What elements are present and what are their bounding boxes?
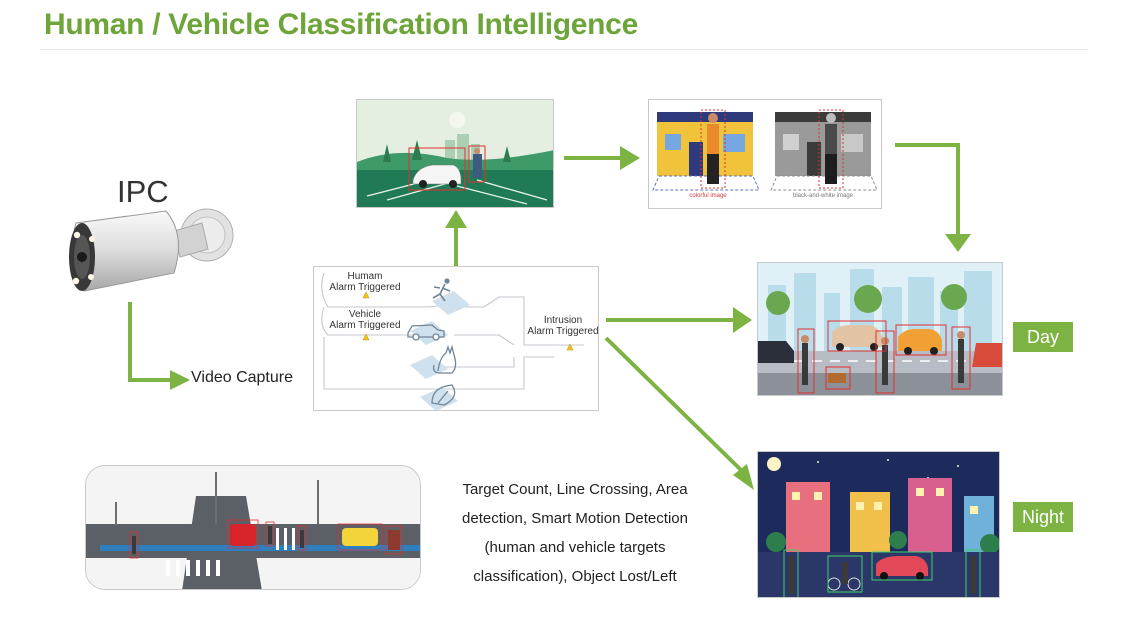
video-capture-label: Video Capture xyxy=(191,369,293,386)
feature-line-4: classification), Object Lost/Left xyxy=(473,568,677,585)
feature-line-2: detection, Smart Motion Detection xyxy=(462,510,688,527)
warning-icon xyxy=(362,291,574,351)
detection-scene-image xyxy=(356,99,554,208)
arrow-intrusion-to-night xyxy=(604,336,743,472)
arrow-ipc-to-video-capture xyxy=(128,302,172,382)
leaf-icon xyxy=(431,384,456,406)
human-alarm-label: Humam Alarm Triggered xyxy=(320,271,410,293)
human-alarm-line1: Humam xyxy=(347,271,383,282)
night-scene-image xyxy=(757,451,1000,598)
vehicle-alarm-line2: Alarm Triggered xyxy=(329,320,401,331)
page-title: Human / Vehicle Classification Intellige… xyxy=(44,8,638,41)
intrusion-alarm-label: Intrusion Alarm Triggered xyxy=(518,315,608,337)
cat-icon xyxy=(432,344,457,374)
car-icon xyxy=(407,324,445,341)
title-divider xyxy=(40,49,1088,50)
bullet-camera-image xyxy=(69,208,234,292)
color-comparison-image xyxy=(648,99,882,209)
feature-line-3: (human and vehicle targets xyxy=(484,539,666,556)
day-label: Day xyxy=(1013,322,1073,352)
colorful-caption: colorful image xyxy=(689,193,727,199)
day-scene-image xyxy=(757,262,1003,396)
feature-description: Target Count, Line Crossing, Area detect… xyxy=(440,475,710,591)
intrusion-alarm-line2: Alarm Triggered xyxy=(527,326,599,337)
human-alarm-line2: Alarm Triggered xyxy=(329,282,401,293)
night-label: Night xyxy=(1013,502,1073,532)
intersection-scene-image xyxy=(85,465,421,590)
vehicle-alarm-label: Vehicle Alarm Triggered xyxy=(320,309,410,331)
walking-person-icon xyxy=(432,278,451,302)
vehicle-alarm-line1: Vehicle xyxy=(348,309,382,320)
intrusion-alarm-line1: Intrusion xyxy=(543,315,583,326)
feature-line-1: Target Count, Line Crossing, Area xyxy=(462,481,688,498)
ipc-label: IPC xyxy=(117,174,169,209)
alarm-logic-panel xyxy=(313,266,599,411)
bw-caption: black-and-white image xyxy=(792,193,854,199)
arrow-color-to-day xyxy=(895,143,960,236)
